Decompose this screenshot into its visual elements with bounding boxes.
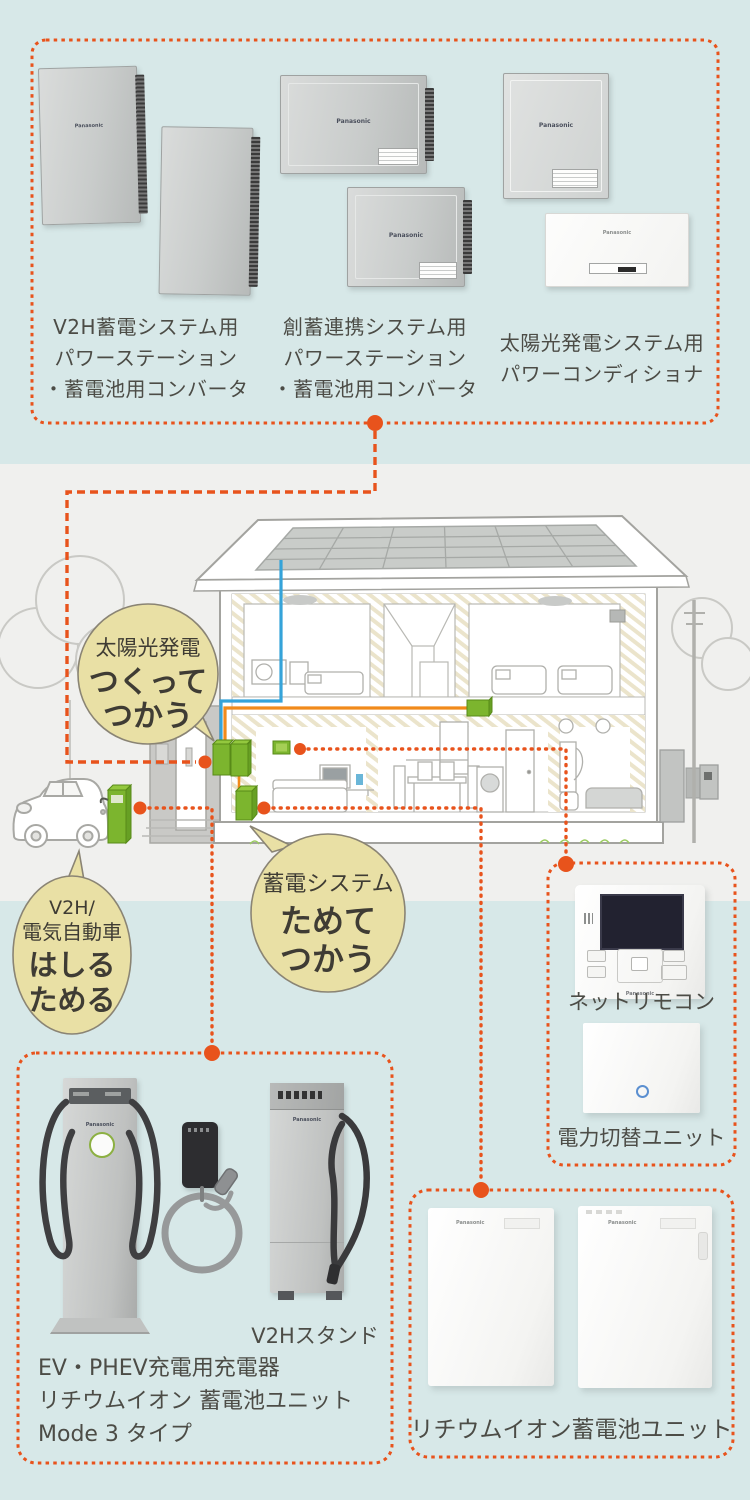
solar-remote-unit: Panasonic [545,213,689,287]
bubble-line: つかう [103,699,193,734]
label-souchiku-system: 創蓄連携システム用 パワーステーション ・蓄電池用コンバータ [257,312,493,405]
bubble-title: 電気自動車 [22,920,122,944]
label-line: 創蓄連携システム用 [283,315,467,339]
storage-bubble-text: 蓄電システム ためて つかう [228,866,428,978]
remote-button [663,950,685,962]
net-remote-control: Panasonic [575,885,705,999]
remote-ok-button [631,957,648,971]
remote-button [661,965,687,980]
top-vents [586,1210,626,1214]
label-v2h-system: V2H蓄電システム用 パワーステーション ・蓄電池用コンバータ [28,312,264,405]
spec-label [419,262,457,279]
brand-logo: Panasonic [85,1122,115,1128]
model-label [504,1218,540,1229]
solar-power-conditioner-unit: Panasonic [503,73,609,199]
remote-vent [584,913,593,924]
bubble-line: つくって [88,665,208,700]
charger-display [69,1088,131,1104]
label-line: パワーステーション [54,346,238,370]
brand-logo: Panasonic [608,1220,637,1226]
bubble-line: はしる [28,948,116,982]
handle-slot [698,1232,708,1260]
label-line: ・蓄電池用コンバータ [43,377,249,401]
brand-logo: Panasonic [336,118,371,125]
power-switch-label: 電力切替ユニット [557,1126,726,1150]
v2h-power-station-unit: Panasonic [37,65,148,226]
label-line: ・蓄電池用コンバータ [272,377,478,401]
bubble-line: ためる [28,983,116,1017]
storage-link-power-station-unit: Panasonic [280,75,434,174]
switch-indicator-ring [636,1085,649,1098]
caption-line: Mode 3 タイプ [38,1422,192,1447]
spec-label [552,169,598,188]
remote-button [587,950,606,962]
brand-logo: Panasonic [538,122,574,129]
display-segment [618,267,636,272]
brand-logo: Panasonic [292,1117,322,1123]
v2h-stand-foot [326,1291,342,1300]
seam [270,1242,344,1243]
v2h-stand-unit: Panasonic [270,1083,344,1293]
heatsink-fins [463,199,472,275]
v2h-indicators [278,1091,322,1099]
storage-link-battery-converter-unit: Panasonic [347,187,472,287]
lithium-battery-unit-large: Panasonic [578,1206,712,1388]
spec-label [378,148,418,165]
ev-box-caption: EV・PHEV充電用充電器 リチウムイオン 蓄電池ユニット Mode 3 タイプ [38,1352,353,1451]
solar-bubble-text: 太陽光発電 つくって つかう [48,632,248,734]
caption-line: リチウムイオン 蓄電池ユニット [38,1389,353,1414]
power-switch-unit [583,1023,700,1113]
model-label [660,1218,696,1229]
label-line: 太陽光発電システム用 [499,331,705,355]
charging-stand-base [50,1318,150,1334]
v2h-stand-label: V2Hスタンド [251,1324,379,1348]
brand-logo: Panasonic [388,232,424,239]
lithium-battery-unit-small: Panasonic [428,1208,554,1386]
caption-line: EV・PHEV充電用充電器 [38,1356,280,1381]
brand-logo: Panasonic [456,1220,485,1226]
remote-screen [600,894,684,950]
heatsink-fins [425,87,434,162]
display-slot [105,1092,121,1096]
label-line: パワーコンディショナ [500,362,704,386]
remote-button [587,966,606,978]
bubble-title: 蓄電システム [262,872,394,897]
wall-mount-charger [182,1122,218,1188]
label-line: パワーステーション [283,346,467,370]
brand-logo: Panasonic [74,122,104,130]
charger-leds [188,1128,212,1132]
brand-logo: Panasonic [602,230,632,236]
net-remote-label: ネットリモコン [568,990,715,1014]
v2h-bubble-text: V2H/ 電気自動車 はしる ためる [0,896,152,1018]
label-line: V2H蓄電システム用 [53,315,239,339]
lithium-battery-label: リチウムイオン蓄電池ユニット [410,1417,733,1443]
label-solar-system: 太陽光発電システム用 パワーコンディショナ [484,328,720,390]
elseev-logo [89,1132,115,1158]
bubble-line: ためて [279,902,376,940]
bubble-title: 太陽光発電 [95,636,201,660]
v2h-stand-foot [278,1291,294,1300]
ev-charging-stand: Panasonic [63,1078,137,1320]
display-slot [73,1092,89,1096]
bubble-line: つかう [279,940,376,978]
v2h-battery-converter-unit [158,126,261,296]
bubble-title: V2H/ [49,897,95,919]
